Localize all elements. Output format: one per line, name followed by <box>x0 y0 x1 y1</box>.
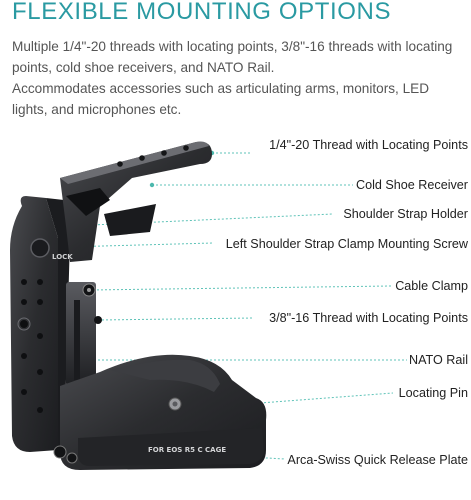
cable-clamp <box>66 282 102 386</box>
base-plate: FOR EOS R5 C CAGE <box>53 354 267 470</box>
page-title: FLEXIBLE MOUNTING OPTIONS <box>12 0 392 25</box>
callout-thread-three-eighths: 3/8"-16 Thread with Locating Points <box>269 311 468 325</box>
lock-screw-icon <box>30 238 50 258</box>
callout-nato-rail: NATO Rail <box>408 353 468 367</box>
description-paragraph-1: Multiple 1/4"-20 threads with locating p… <box>12 39 453 75</box>
callout-locating-pin: Locating Pin <box>398 386 468 400</box>
lock-engraving: LOCK <box>52 253 73 261</box>
callout-arca-swiss-plate: Arca-Swiss Quick Release Plate <box>287 453 468 467</box>
cage-side-plate <box>10 196 70 452</box>
callout-shoulder-strap-holder: Shoulder Strap Holder <box>343 207 468 221</box>
callout-cable-clamp: Cable Clamp <box>395 279 468 293</box>
description-paragraph-2: Accommodates accessories such as articul… <box>12 81 430 117</box>
description: Multiple 1/4"-20 threads with locating p… <box>12 36 467 120</box>
callout-thread-quarter-20: 1/4"-20 Thread with Locating Points <box>269 138 468 152</box>
callout-cold-shoe-receiver: Cold Shoe Receiver <box>355 178 468 192</box>
top-handle: LOCK <box>30 141 212 262</box>
callout-strap-clamp-screw: Left Shoulder Strap Clamp Mounting Screw <box>225 237 468 251</box>
product-engraving: FOR EOS R5 C CAGE <box>148 446 226 454</box>
